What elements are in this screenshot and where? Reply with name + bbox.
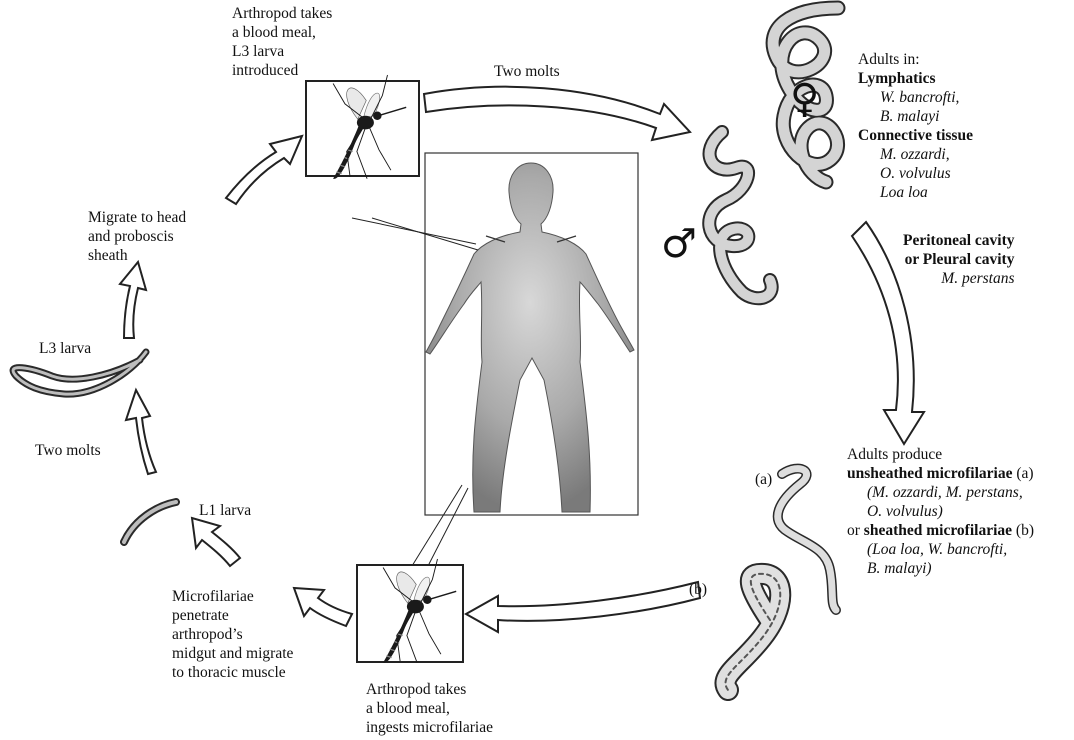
cycle-arrow-icon xyxy=(120,262,146,338)
cycle-arrow-icon xyxy=(466,582,700,632)
female-symbol: ♀ xyxy=(790,79,819,119)
cycle-arrow-icon xyxy=(126,390,156,474)
label-adults-in: Adults in: Lymphatics W. bancrofti, B. m… xyxy=(858,50,973,202)
l3-larva-icon xyxy=(13,352,146,394)
label-adults-produce: Adults produce unsheathed microfilariae … xyxy=(847,445,1034,578)
adult-male-worm xyxy=(709,132,771,298)
label-two-molts-left: Two molts xyxy=(35,441,101,460)
label-arthropod-blood-meal-bottom: Arthropod takes a blood meal, ingests mi… xyxy=(366,680,493,737)
cycle-arrow-icon xyxy=(294,588,352,626)
label-worm-b: (b) xyxy=(689,580,707,599)
sheathed-microfilaria-worm xyxy=(726,574,781,690)
label-l1-larva: L1 larva xyxy=(199,501,251,520)
label-migrate-head: Migrate to head and proboscis sheath xyxy=(88,208,186,265)
label-two-molts-top: Two molts xyxy=(494,62,560,81)
label-l3-larva: L3 larva xyxy=(39,339,91,358)
cycle-arrow-icon xyxy=(192,518,240,566)
label-peritoneal-cavity: Peritoneal cavity or Pleural cavity M. p… xyxy=(903,231,1014,288)
l1-larva-icon xyxy=(124,502,176,542)
cycle-arrow-icon xyxy=(226,136,302,204)
cycle-arrow-icon xyxy=(424,87,690,140)
label-arthropod-blood-meal-top: Arthropod takes a blood meal, L3 larva i… xyxy=(232,4,332,80)
label-worm-a: (a) xyxy=(755,470,772,489)
label-microfilariae-penetrate: Microfilariae penetrate arthropod’s midg… xyxy=(172,587,293,682)
male-symbol: ♂ xyxy=(661,224,697,264)
